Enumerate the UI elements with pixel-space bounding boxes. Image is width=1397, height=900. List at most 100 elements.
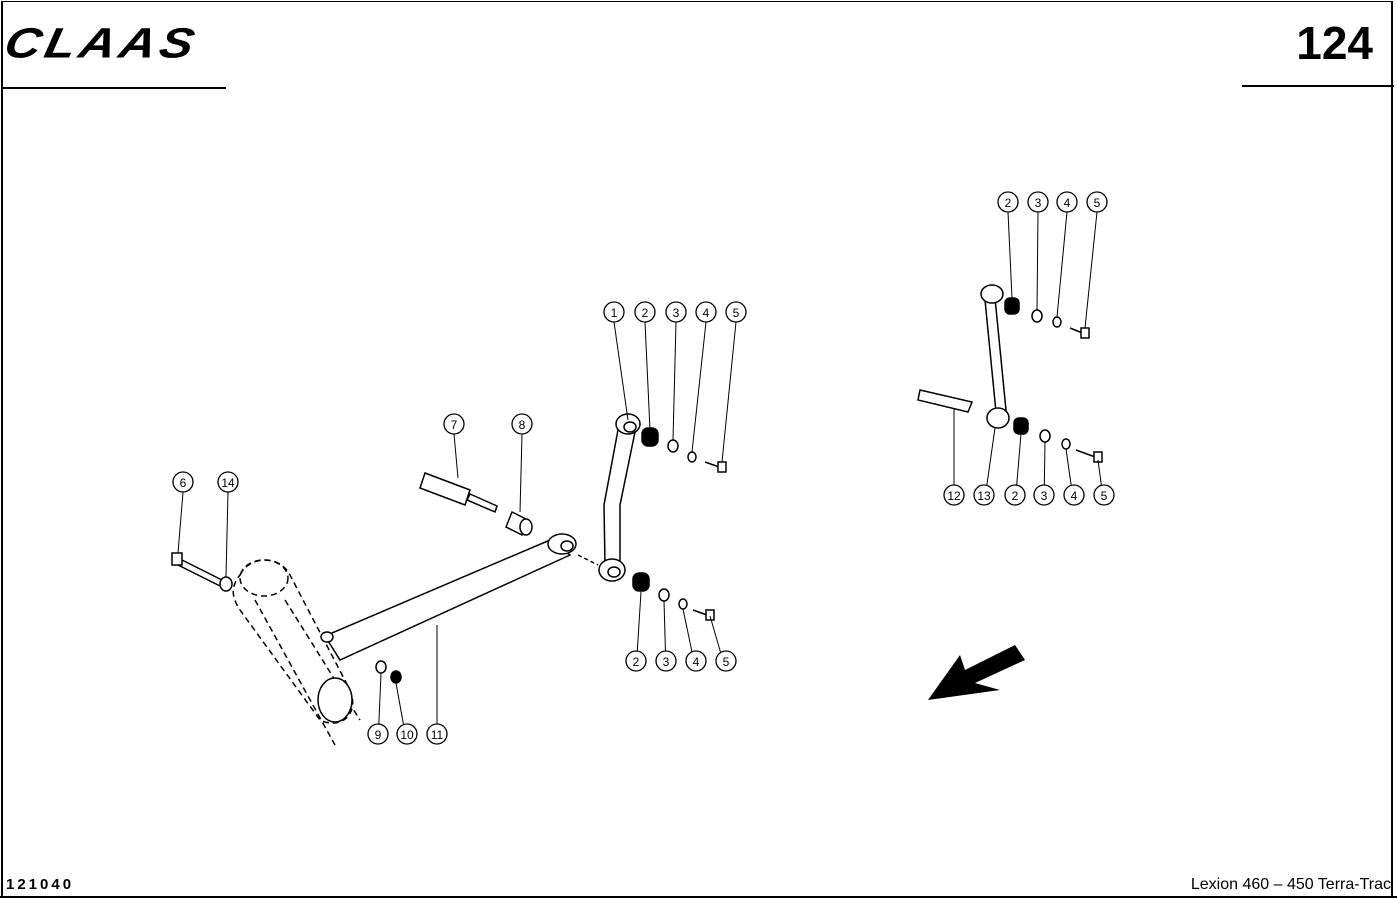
- callout-label: 13: [977, 489, 991, 503]
- callout-circle: [943, 484, 965, 506]
- leader-line: [1056, 211, 1068, 318]
- callout-circle: [396, 723, 418, 745]
- callout-14: 14: [217, 471, 239, 493]
- frame-member-dashed: [232, 559, 361, 746]
- callout-5: 5: [1086, 191, 1108, 213]
- callout-10: 10: [396, 723, 418, 745]
- callout-label: 14: [221, 476, 235, 490]
- callout-circle: [1063, 484, 1085, 506]
- callout-circle: [443, 413, 465, 435]
- callout-11: 11: [426, 723, 448, 745]
- callout-label: 4: [703, 306, 710, 320]
- callout-circle: [603, 301, 625, 323]
- direction-arrow-icon: [928, 645, 1025, 700]
- callout-label: 5: [1094, 196, 1101, 210]
- callout-1: 1: [603, 301, 625, 323]
- leader-line: [721, 321, 737, 463]
- callout-circle: [634, 301, 656, 323]
- callout-7: 7: [443, 413, 465, 435]
- callout-circle: [625, 650, 647, 672]
- callout-label: 2: [642, 306, 649, 320]
- callout-circle: [1033, 484, 1055, 506]
- callout-label: 2: [1005, 196, 1012, 210]
- exploded-view-left: [171, 413, 727, 746]
- callout-12: 12: [943, 484, 965, 506]
- callout-3: 3: [655, 650, 677, 672]
- leader-line: [613, 321, 629, 421]
- callout-circle: [665, 301, 687, 323]
- callout-circle: [1027, 191, 1049, 213]
- callout-circle: [725, 301, 747, 323]
- callout-circle: [426, 723, 448, 745]
- callout-5: 5: [1093, 484, 1115, 506]
- callout-circle: [1093, 484, 1115, 506]
- callout-3: 3: [1027, 191, 1049, 213]
- callout-circle: [1004, 484, 1026, 506]
- callout-circle: [997, 191, 1019, 213]
- callout-label: 7: [451, 418, 458, 432]
- callout-circle: [1056, 191, 1078, 213]
- leader-lines: [177, 211, 1105, 745]
- leader-line: [225, 491, 229, 578]
- callout-label: 2: [633, 655, 640, 669]
- callout-circle: [1086, 191, 1108, 213]
- leader-line: [519, 433, 523, 513]
- callout-label: 4: [693, 655, 700, 669]
- callout-label: 11: [431, 728, 444, 742]
- callout-5: 5: [715, 650, 737, 672]
- callout-4: 4: [695, 301, 717, 323]
- callout-circle: [695, 301, 717, 323]
- callout-label: 3: [673, 306, 680, 320]
- callout-5: 5: [725, 301, 747, 323]
- callout-2: 2: [634, 301, 656, 323]
- leader-line: [1036, 211, 1039, 311]
- callout-6: 6: [172, 471, 194, 493]
- callout-circle: [655, 650, 677, 672]
- callout-label: 5: [1101, 489, 1108, 503]
- drawing-number: 121040: [6, 876, 75, 893]
- divider: [1242, 85, 1394, 87]
- callout-4: 4: [1063, 484, 1085, 506]
- callout-label: 5: [723, 655, 730, 669]
- callout-label: 4: [1064, 196, 1071, 210]
- callout-circle: [973, 484, 995, 506]
- model-name: Lexion 460 – 450 Terra-Trac: [1190, 876, 1391, 893]
- callout-circle: [511, 413, 533, 435]
- callout-label: 6: [180, 476, 187, 490]
- callout-4: 4: [1056, 191, 1078, 213]
- leader-line: [453, 433, 459, 479]
- leader-line: [1084, 211, 1098, 329]
- callout-label: 12: [947, 489, 961, 503]
- callout-3: 3: [665, 301, 687, 323]
- leader-line: [644, 321, 651, 431]
- callout-2: 2: [1004, 484, 1026, 506]
- exploded-view-right: [917, 284, 1103, 463]
- callout-9: 9: [367, 723, 389, 745]
- callout-circle: [217, 471, 239, 493]
- leader-line: [177, 491, 184, 554]
- callout-2: 2: [997, 191, 1019, 213]
- callout-4: 4: [685, 650, 707, 672]
- leader-line: [672, 321, 677, 441]
- callout-label: 3: [1041, 489, 1048, 503]
- callout-circle: [172, 471, 194, 493]
- callout-2: 2: [625, 650, 647, 672]
- page-number: 124: [1296, 17, 1373, 69]
- callout-8: 8: [511, 413, 533, 435]
- callout-label: 8: [519, 418, 526, 432]
- callout-circle: [685, 650, 707, 672]
- callout-label: 5: [733, 306, 740, 320]
- callout-label: 3: [663, 655, 670, 669]
- callout-13: 13: [973, 484, 995, 506]
- callout-circle: [367, 723, 389, 745]
- callout-label: 1: [611, 306, 618, 320]
- divider: [2, 87, 226, 89]
- leader-line: [1007, 211, 1013, 299]
- callout-label: 9: [375, 728, 382, 742]
- callout-circle: [715, 650, 737, 672]
- callout-3: 3: [1033, 484, 1055, 506]
- callout-label: 10: [400, 728, 414, 742]
- callout-label: 3: [1035, 196, 1042, 210]
- leader-line: [691, 321, 707, 453]
